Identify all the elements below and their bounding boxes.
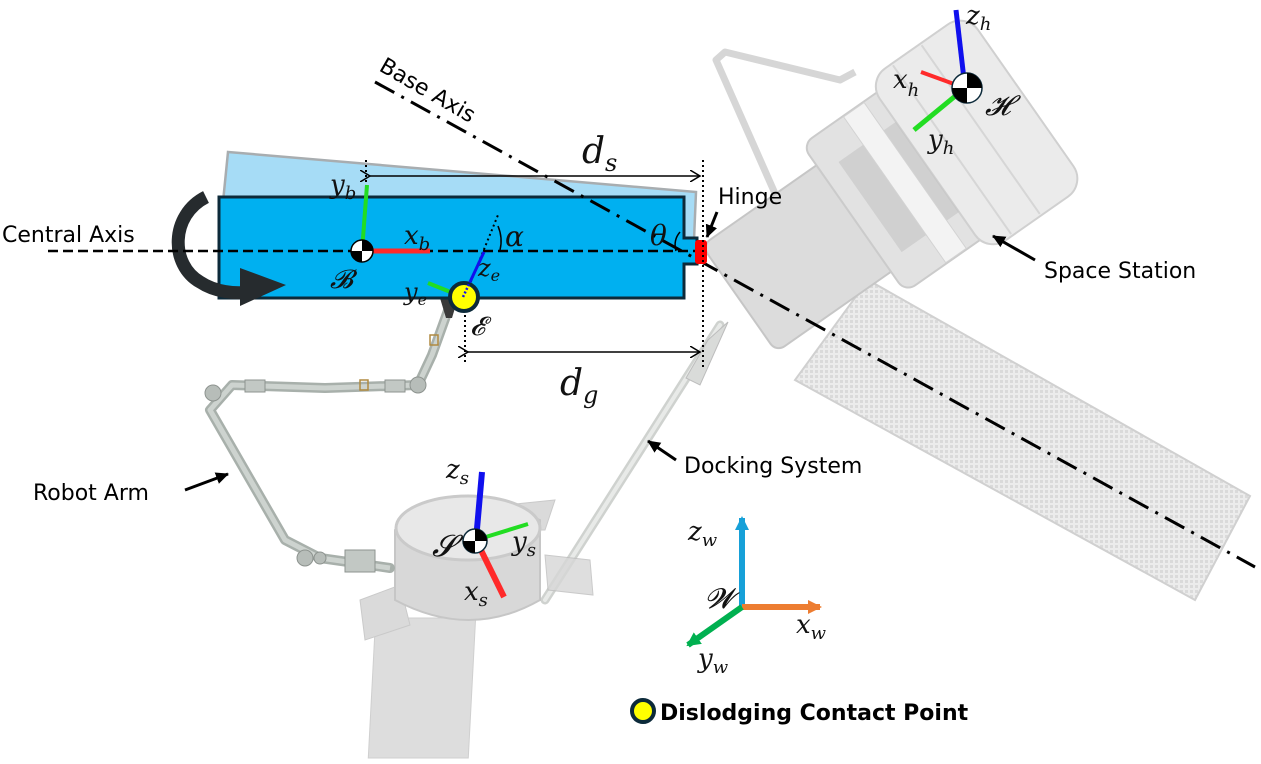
robot-arm-label: Robot Arm	[33, 481, 149, 506]
yh-base: y	[927, 125, 943, 155]
yb-base: y	[329, 170, 345, 200]
station-truss	[712, 48, 857, 252]
xb-sub: b	[419, 234, 431, 255]
xb-base: x	[404, 221, 419, 251]
axis-ze-overlay	[461, 251, 486, 298]
yh-label: yh	[927, 125, 954, 159]
ys-base: y	[511, 527, 527, 557]
zs-sub: s	[460, 468, 469, 489]
xw-base: x	[796, 610, 811, 640]
dg-base: d	[560, 363, 583, 404]
hinge-label: Hinge	[718, 185, 782, 210]
ds-sub: s	[605, 149, 617, 177]
debris-body	[217, 195, 699, 300]
xs-label: xs	[464, 577, 488, 611]
yw-sub: w	[713, 657, 729, 678]
ze-sub: e	[491, 266, 500, 285]
central-axis-label: Central Axis	[2, 223, 135, 248]
station-panel-line	[920, 44, 1041, 215]
satellite-base	[359, 494, 594, 759]
frame-end-effector	[427, 251, 486, 313]
ye-sub: e	[418, 290, 427, 309]
frame-hub	[912, 9, 983, 132]
station-panel-line	[892, 64, 1012, 235]
frame-ee-name: 𝓔	[470, 312, 492, 342]
zw-label: zw	[687, 517, 718, 551]
ys-label: ys	[511, 527, 536, 561]
station-ring	[842, 101, 967, 264]
zs-base: z	[445, 455, 460, 485]
xw-label: xw	[796, 610, 827, 644]
dg-sub: g	[583, 381, 598, 409]
ze-base: z	[477, 254, 491, 282]
frame-world	[686, 516, 822, 648]
yb-label: yb	[329, 170, 356, 204]
zh-label: zh	[965, 1, 991, 35]
com-marker-icon	[462, 528, 488, 554]
ze-label: ze	[477, 254, 500, 285]
xh-label: xh	[893, 65, 919, 101]
theta-label: θ	[650, 219, 667, 252]
alpha-label: α	[505, 220, 524, 253]
dg-label: dg	[560, 363, 598, 409]
ye-label: ye	[403, 278, 427, 309]
ys-sub: s	[527, 540, 536, 561]
space-station-label: Space Station	[1044, 259, 1196, 284]
legend: Dislodging Contact Point	[630, 698, 969, 726]
legend-contact-icon	[630, 698, 656, 724]
alpha-arc	[497, 225, 502, 251]
frame-base	[350, 184, 430, 263]
xw-sub: w	[811, 623, 827, 644]
docking-system-boom	[540, 320, 729, 605]
yh-sub: h	[943, 138, 955, 159]
xs-sub: s	[479, 590, 488, 611]
yw-label: yw	[697, 644, 729, 678]
theta-arc	[674, 231, 681, 252]
zh-sub: h	[980, 14, 992, 35]
zh-base: z	[965, 1, 980, 31]
rotation-arrow-icon	[171, 191, 286, 306]
xh-sub: h	[908, 80, 920, 101]
hinge-marker	[695, 240, 707, 264]
base-axis-line	[374, 80, 1256, 569]
hinge-pointer-arrow	[705, 211, 719, 238]
docking-pointer-arrow	[647, 439, 677, 462]
axis-yw	[686, 604, 744, 648]
xh-base: x	[893, 65, 908, 95]
robot-arm-pointer-arrow	[184, 472, 229, 492]
ye-base: y	[403, 278, 418, 306]
com-marker-icon	[350, 239, 374, 263]
yw-base: y	[697, 644, 713, 674]
frame-world-name: 𝓦	[705, 582, 740, 615]
frame-satellite	[462, 471, 529, 599]
space-station-pointer-arrow	[992, 234, 1036, 262]
docking-system-label: Docking System	[684, 454, 862, 479]
com-marker-icon	[951, 72, 983, 104]
robot-arm	[204, 298, 458, 573]
ds-base: d	[582, 131, 605, 172]
xb-label: xb	[404, 221, 430, 255]
legend-contact-label: Dislodging Contact Point	[660, 701, 969, 726]
zw-base: z	[687, 517, 702, 547]
yb-sub: b	[345, 183, 357, 204]
ds-label: ds	[582, 131, 617, 177]
zs-label: zs	[445, 455, 469, 489]
xs-base: x	[464, 577, 479, 607]
zw-sub: w	[702, 530, 718, 551]
